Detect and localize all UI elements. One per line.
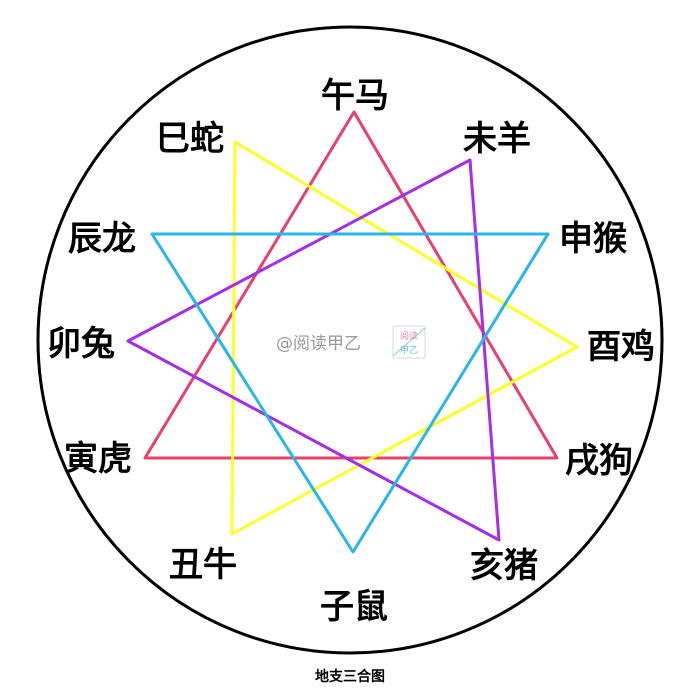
watermark-logo: 阅读 甲乙 (392, 325, 426, 359)
watermark-logo-bottom: 甲乙 (400, 345, 418, 356)
outer-circle (36, 25, 664, 655)
label-you-ji: 酉鸡 (587, 327, 655, 367)
watermark-text: @阅读甲乙 (276, 334, 361, 354)
watermark-logo-top: 阅读 (400, 330, 418, 342)
label-xu-gou: 戌狗 (565, 441, 633, 481)
label-hai-zhu: 亥猪 (470, 546, 538, 586)
label-mao-tu: 卯兔 (47, 324, 115, 364)
label-si-she: 巳蛇 (156, 119, 224, 159)
triangle-wood (126, 158, 501, 542)
label-shen-hou: 申猴 (559, 219, 627, 259)
label-chen-long: 辰龙 (68, 219, 136, 259)
watermark: @阅读甲乙 阅读 甲乙 (276, 325, 426, 359)
diagram-caption: 地支三合图 (315, 669, 385, 685)
triangle-metal (230, 140, 579, 536)
label-yin-hu: 寅虎 (64, 439, 132, 479)
triangle-water (150, 232, 550, 554)
label-chou-niu: 丑牛 (169, 545, 237, 585)
triangle-fire (143, 110, 559, 460)
label-zi-shu: 子鼠 (320, 587, 388, 627)
label-wei-yang: 未羊 (463, 119, 531, 159)
label-wu-ma: 午马 (321, 76, 389, 116)
